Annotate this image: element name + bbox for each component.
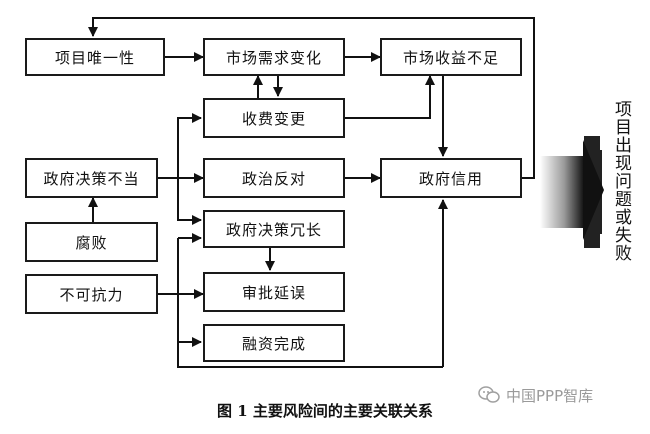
box-shichang-shouyi: 市场收益不足	[380, 38, 522, 76]
box-label: 政治反对	[241, 169, 306, 188]
box-fubai: 腐败	[25, 222, 158, 262]
box-shoufei-biangeng: 收费变更	[203, 98, 345, 138]
arrow-xinyong-loop-to-xiangmu	[88, 17, 535, 179]
line-bottom-loop	[177, 342, 443, 368]
box-rongzi-wancheng: 融资完成	[203, 324, 345, 362]
box-shichang-xuqiu: 市场需求变化	[203, 38, 345, 76]
box-label: 市场需求变化	[225, 48, 322, 67]
box-zhengfu-xinyong: 政府信用	[380, 158, 522, 198]
box-zhengzhi-fandui: 政治反对	[203, 158, 345, 198]
box-shenpi-yanwu: 审批延误	[203, 272, 345, 312]
box-label: 政府决策不当	[43, 169, 140, 188]
box-label: 不可抗力	[59, 285, 124, 304]
watermark: 中国PPP智库	[478, 385, 593, 408]
figure-caption: 图 1 主要风险间的主要关联关系	[217, 402, 433, 420]
box-label: 项目唯一性	[54, 48, 135, 67]
arrow-budang-to-shoufei	[177, 113, 202, 178]
outcome-arrow-tip	[583, 140, 604, 240]
box-bukekangli: 不可抗力	[25, 274, 158, 314]
arrow-shoufei-to-shouyi	[345, 75, 435, 119]
box-label: 融资完成	[241, 334, 306, 353]
box-label: 市场收益不足	[402, 48, 499, 67]
watermark-text: 中国PPP智库	[506, 387, 594, 405]
box-label: 审批延误	[241, 283, 306, 302]
outcome-arrow-shaft	[540, 156, 584, 228]
box-zhengfu-juece-rongchang: 政府决策冗长	[203, 210, 345, 248]
box-zhengfu-juece-budang: 政府决策不当	[25, 158, 158, 198]
box-xiangmu-weiyixing: 项目唯一性	[25, 38, 165, 76]
box-label: 腐败	[75, 233, 108, 252]
outcome-label: 项目出现问题或失败	[611, 100, 631, 262]
box-label: 政府决策冗长	[225, 220, 322, 239]
arrow-budang-to-rongchang	[177, 178, 202, 225]
arrow-left-to-rongzi	[177, 238, 202, 347]
wechat-logo-icon	[478, 385, 500, 408]
box-label: 收费变更	[241, 109, 306, 128]
box-label: 政府信用	[418, 169, 483, 188]
